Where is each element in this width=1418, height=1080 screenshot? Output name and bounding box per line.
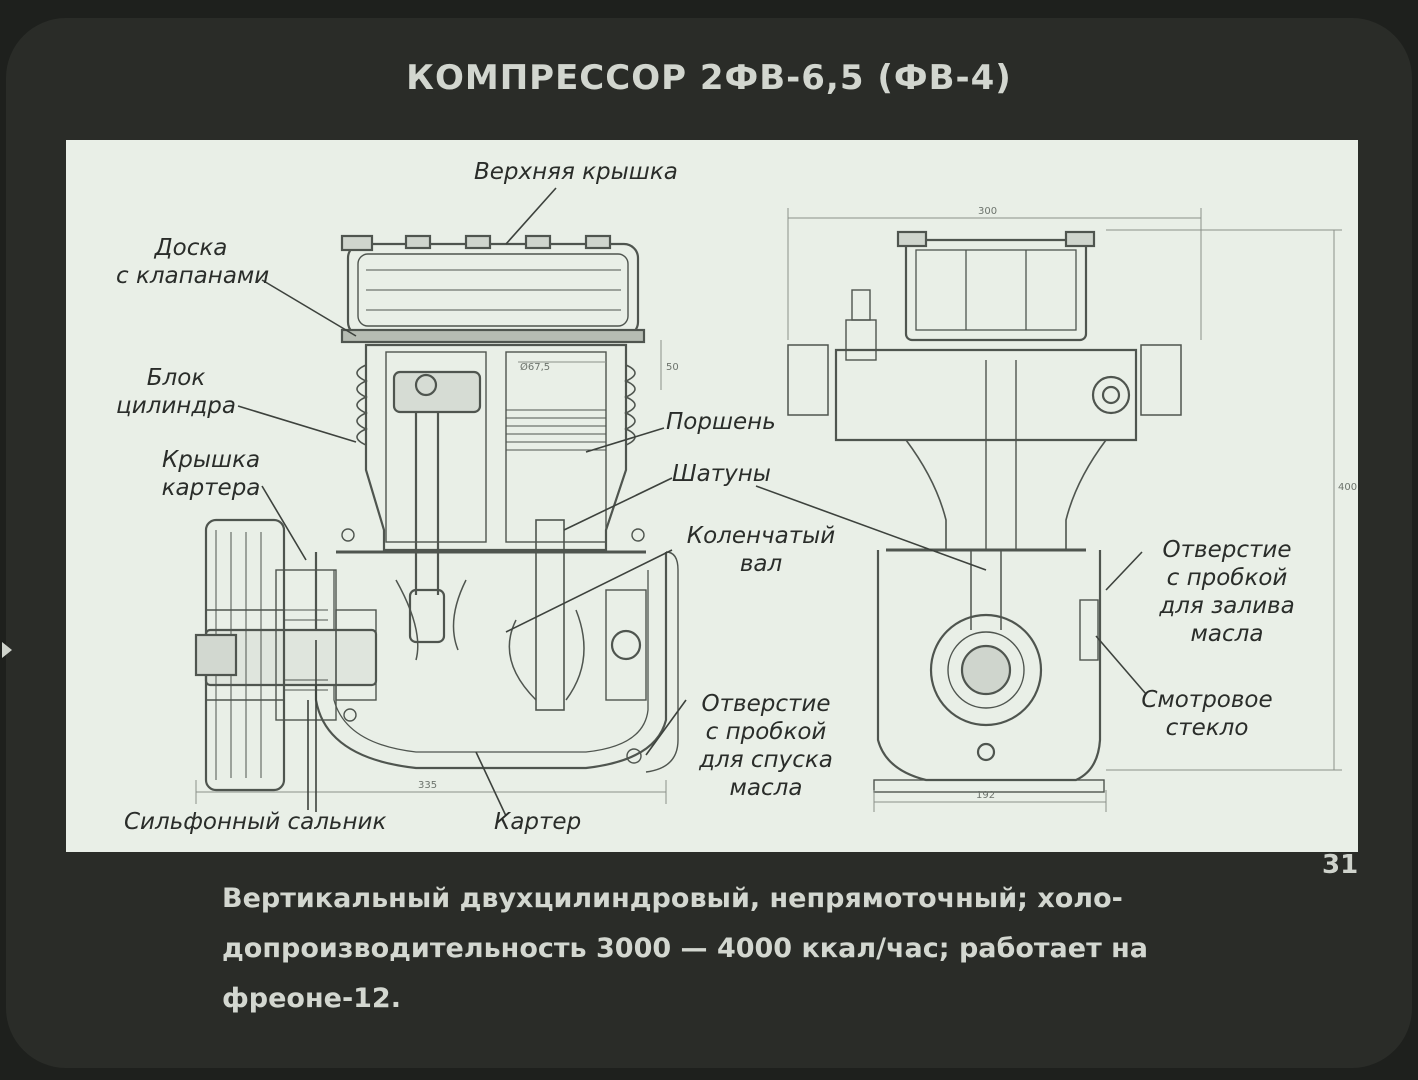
- label-drain-hole-line4: масла: [729, 775, 803, 801]
- dim-stroke: 50: [666, 362, 679, 373]
- label-drain-hole-line2: с пробкой: [705, 719, 827, 745]
- label-crankcase-cover-line2: картера: [161, 475, 261, 501]
- label-crankshaft-line2: вал: [739, 551, 783, 577]
- caption-line1: Вертикальный двухцилиндровый, непрямоточ…: [222, 883, 1123, 914]
- front-view-drawing: [787, 230, 1182, 793]
- label-crankcase-cover-line1: Крышка: [161, 447, 261, 473]
- diagram-panel: Верхняя крышка Доска с клапанами Блок ци…: [66, 140, 1358, 852]
- slide-caption: Вертикальный двухцилиндровый, непрямоточ…: [222, 874, 1187, 1024]
- label-drain-hole-line3: для спуска: [699, 747, 833, 773]
- label-cylinder-block-line2: цилиндра: [116, 393, 236, 419]
- frame-marker-icon: [2, 642, 12, 658]
- label-crankcase-cover: Крышка картера: [146, 446, 276, 502]
- valve-plate-drawing: [340, 328, 646, 344]
- label-sight-glass-line2: стекло: [1165, 715, 1249, 741]
- label-sight-glass: Смотровое стекло: [1122, 686, 1292, 742]
- label-valve-plate-line2: с клапанами: [116, 263, 270, 289]
- label-connecting-rods: Шатуны: [672, 461, 771, 487]
- label-fill-hole-line1: Отверстие: [1162, 537, 1292, 563]
- dim-width-base: 192: [976, 790, 996, 801]
- label-fill-hole-line2: с пробкой: [1166, 565, 1288, 591]
- label-crankcase: Картер: [494, 809, 582, 835]
- label-fill-hole-line4: масла: [1190, 621, 1264, 647]
- pulley-drawing: [194, 518, 286, 792]
- label-valve-plate-line1: Доска: [154, 235, 228, 261]
- dim-height: 400: [1338, 482, 1358, 493]
- compressor-drawing: [194, 187, 1342, 817]
- caption-line3: фреоне-12.: [222, 983, 401, 1014]
- page-number: 31: [1322, 850, 1359, 880]
- label-drain-hole-line1: Отверстие: [701, 691, 831, 717]
- piston-drawing: [392, 370, 482, 644]
- label-fill-hole: Отверстие с пробкой для залива масла: [1132, 536, 1322, 648]
- label-top-cover: Верхняя крышка: [474, 159, 678, 185]
- dim-width-top: 300: [978, 206, 998, 217]
- dim-width-left: 335: [418, 780, 438, 791]
- label-drain-hole: Отверстие с пробкой для спуска масла: [676, 690, 856, 802]
- top-cover-drawing: [340, 234, 640, 338]
- label-bellows-seal: Сильфонный сальник: [124, 809, 387, 835]
- label-fill-hole-line3: для залива: [1159, 593, 1295, 619]
- label-cylinder-block: Блок цилиндра: [106, 364, 246, 420]
- label-piston: Поршень: [666, 409, 776, 435]
- label-crankshaft: Коленчатый вал: [666, 522, 856, 578]
- bolts-drawing: [341, 528, 645, 764]
- caption-line2: допроизводительность 3000 — 4000 ккал/ча…: [222, 933, 1149, 964]
- label-cylinder-block-line1: Блок: [146, 365, 206, 391]
- label-sight-glass-line1: Смотровое: [1141, 687, 1273, 713]
- dim-bore: Ø67,5: [520, 362, 551, 373]
- label-valve-plate: Доска с клапанами: [116, 234, 270, 290]
- label-crankshaft-line1: Коленчатый: [686, 523, 836, 549]
- cylinder-block-drawing: [356, 343, 636, 552]
- slide-title: КОМПРЕССОР 2ФВ-6,5 (ФВ-4): [406, 58, 1012, 98]
